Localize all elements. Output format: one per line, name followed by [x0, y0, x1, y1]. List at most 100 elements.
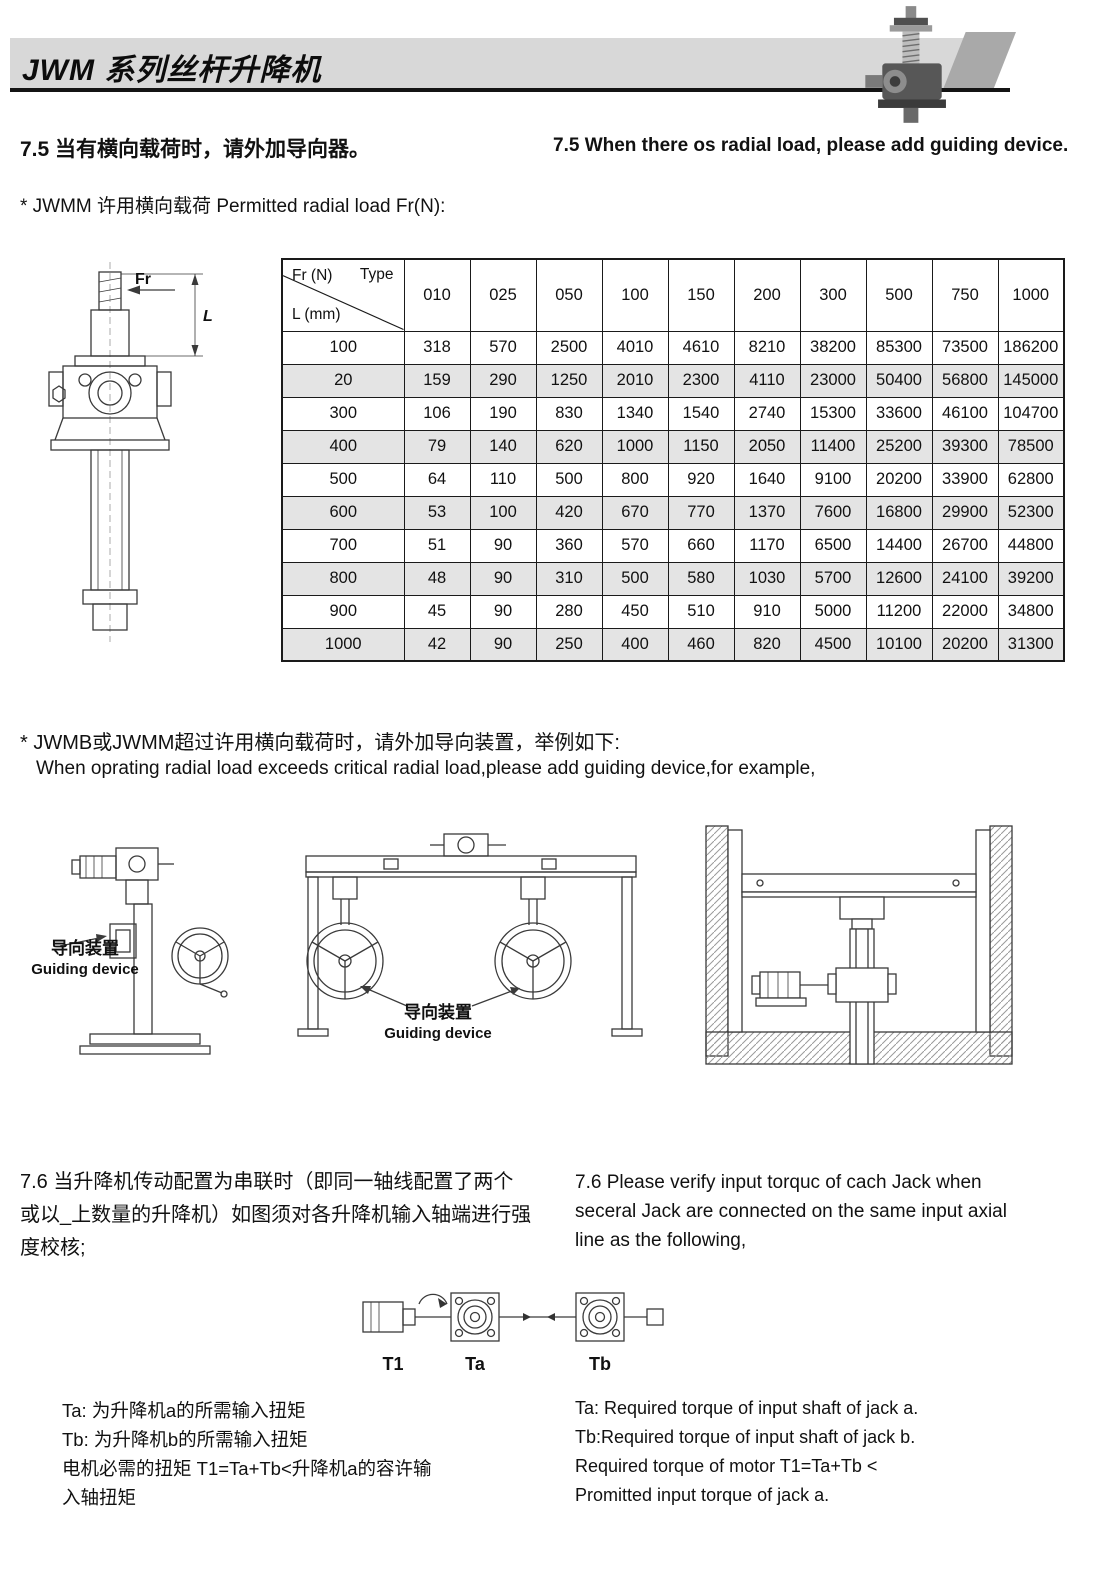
table-cell: 1250 [535, 363, 603, 398]
header-band [10, 38, 1002, 88]
table-cell: 1150 [667, 429, 735, 464]
column-header: 025 [469, 258, 537, 332]
torque-note-line: Promitted input torque of jack a. [575, 1485, 830, 1505]
table-cell: 1540 [667, 396, 735, 431]
column-header: 050 [535, 258, 603, 332]
table-cell: 159 [403, 363, 471, 398]
table-cell: 920 [667, 462, 735, 497]
column-header: 200 [733, 258, 801, 332]
table-cell: 85300 [865, 330, 933, 365]
guiding-note-en: When oprating radial load exceeds critic… [36, 758, 816, 779]
guiding-label-cn: 导向装置 [51, 939, 119, 958]
table-cell: 34800 [997, 594, 1065, 629]
table-cell: 38200 [799, 330, 867, 365]
table-cell: 110 [469, 462, 537, 497]
table-cell: 280 [535, 594, 603, 629]
table-cell: 290 [469, 363, 537, 398]
table-cell: 450 [601, 594, 669, 629]
fr-label: Fr [135, 271, 151, 288]
table-cell: 12600 [865, 561, 933, 596]
table-cell: 2500 [535, 330, 603, 365]
ta-label: Ta [465, 1354, 486, 1374]
table-cell: 310 [535, 561, 603, 596]
corner-label-type: Type [359, 266, 394, 283]
table-cell: 52300 [997, 495, 1065, 530]
table-cell: 73500 [931, 330, 999, 365]
figure-pit-frame-jack [705, 825, 1013, 1065]
table-cell: 8210 [733, 330, 801, 365]
torque-note-line: Required torque of motor T1=Ta+Tb < [575, 1456, 878, 1476]
row-label-l: 600 [281, 495, 405, 530]
column-header: 010 [403, 258, 471, 332]
torque-note-line: Tb:Required torque of input shaft of jac… [575, 1427, 916, 1447]
column-header: 750 [931, 258, 999, 332]
table-cell: 64 [403, 462, 471, 497]
table-cell: 400 [601, 627, 669, 662]
table-cell: 11400 [799, 429, 867, 464]
table-cell: 830 [535, 396, 603, 431]
table-cell: 570 [601, 528, 669, 563]
table-cell: 6500 [799, 528, 867, 563]
table-cell: 42 [403, 627, 471, 662]
torque-note-line: Ta: 为升降机a的所需输入扭矩 [62, 1400, 306, 1421]
table-cell: 48 [403, 561, 471, 596]
table-cell: 570 [469, 330, 537, 365]
table-cell: 2740 [733, 396, 801, 431]
table-cell: 23000 [799, 363, 867, 398]
table-cell: 16800 [865, 495, 933, 530]
guiding-label-en: Guiding device [384, 1025, 492, 1042]
table-cell: 140 [469, 429, 537, 464]
table-cell: 820 [733, 627, 801, 662]
table-cell: 500 [601, 561, 669, 596]
table-cell: 1000 [601, 429, 669, 464]
table-cell: 20200 [931, 627, 999, 662]
table-cell: 53 [403, 495, 471, 530]
table-cell: 250 [535, 627, 603, 662]
section-7-5-heading-en: 7.5 When there os radial load, please ad… [553, 135, 1069, 156]
row-label-l: 100 [281, 330, 405, 365]
table-cell: 318 [403, 330, 471, 365]
table-cell: 460 [667, 627, 735, 662]
table-cell: 29900 [931, 495, 999, 530]
table-cell: 26700 [931, 528, 999, 563]
table-cell: 62800 [997, 462, 1065, 497]
table-cell: 90 [469, 627, 537, 662]
l-label: L [203, 308, 213, 325]
table-cell: 620 [535, 429, 603, 464]
figure-single-jack-guiding [59, 847, 229, 1055]
table-cell: 5000 [799, 594, 867, 629]
jack-a [450, 1292, 500, 1342]
page-title: JWM 系列丝杆升降机 [22, 54, 322, 87]
table-cell: 580 [667, 561, 735, 596]
guiding-label-en: Guiding device [31, 961, 139, 978]
column-header: 1000 [997, 258, 1065, 332]
section-7-6-text-cn: 7.6 当升降机传动配置为串联时（即同一轴线配置了两个 或以_上数量的升降机）如… [20, 1171, 532, 1259]
table-cell: 106 [403, 396, 471, 431]
table-cell: 510 [667, 594, 735, 629]
table-cell: 660 [667, 528, 735, 563]
column-header: 300 [799, 258, 867, 332]
permitted-radial-load-note: * JWMM 许用横向载荷 Permitted radial load Fr(N… [20, 196, 446, 217]
table-cell: 78500 [997, 429, 1065, 464]
table-cell: 1030 [733, 561, 801, 596]
table-cell: 770 [667, 495, 735, 530]
table-cell: 800 [601, 462, 669, 497]
table-cell: 44800 [997, 528, 1065, 563]
torque-notes-cn: Ta: 为升降机a的所需输入扭矩 Tb: 为升降机b的所需输入扭矩 电机必需的扭… [62, 1396, 432, 1512]
jack-dimension-figure: Fr L [48, 262, 213, 642]
table-cell: 56800 [931, 363, 999, 398]
table-cell: 46100 [931, 396, 999, 431]
section-7-6-text-en: 7.6 Please verify input torquc of cach J… [575, 1172, 1007, 1251]
table-cell: 51 [403, 528, 471, 563]
table-cell: 45 [403, 594, 471, 629]
torque-note-line: 电机必需的扭矩 T1=Ta+Tb<升降机a的容许输 [62, 1458, 432, 1479]
section-7-5-heading-cn: 7.5 当有横向载荷时，请外加导向器。 [20, 138, 371, 161]
